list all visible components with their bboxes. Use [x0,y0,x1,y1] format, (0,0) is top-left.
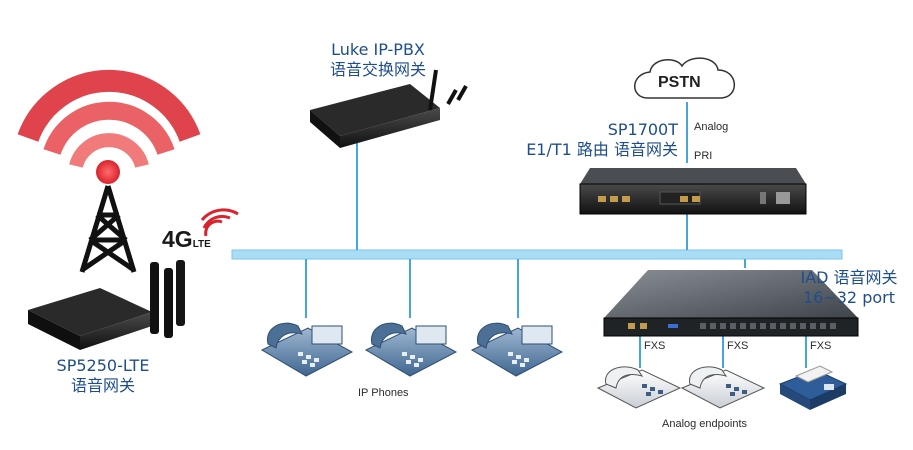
iad-device-icon [603,270,859,337]
iad-ports-label: 16~32 port [802,288,895,307]
sp1700t-desc-label: E1/T1 路由 语音网关 [526,140,678,159]
lte-badge-4g: 4G [162,226,193,252]
pbx-desc-label: 语音交换网关 [329,60,426,79]
fxs-label-1: FXS [644,340,666,352]
sp5250-device-icon [28,260,185,350]
ip-phone-icon [260,322,354,377]
fxs-label-2: FXS [727,340,749,352]
iad-name-label: IAD 语音网关 [800,268,898,287]
lte-badge: 4GLTE [162,226,211,253]
analog-phone-icon [596,366,682,409]
pstn-cloud-icon [634,57,736,99]
lte-badge-lte: LTE [192,239,211,250]
network-bus-line [231,249,843,260]
ip-phone-icon [364,322,458,377]
lte-signal-icon [200,208,239,237]
signal-waves-icon [17,69,201,184]
cell-tower-icon [79,185,137,273]
fxs-label-3: FXS [810,340,832,352]
fax-machine-icon [778,365,848,410]
ip-phone-icon [470,322,564,377]
sp5250-desc-label: 语音网关 [70,376,135,395]
sp1700t-device-icon [579,168,807,215]
analog-label: Analog [694,121,729,133]
pri-label: PRI [694,150,713,162]
analog-endpoints-label: Analog endpoints [662,418,748,430]
pbx-name-label: Luke IP-PBX [331,40,425,59]
sp1700t-name-label: SP1700T [607,120,678,139]
pstn-label: PSTN [658,74,701,91]
sp5250-name-label: SP5250-LTE [56,356,150,375]
ip-pbx-device-icon [310,69,468,148]
network-links [305,102,807,368]
analog-phone-icon [680,366,766,409]
ip-phones-label: IP Phones [358,387,409,399]
